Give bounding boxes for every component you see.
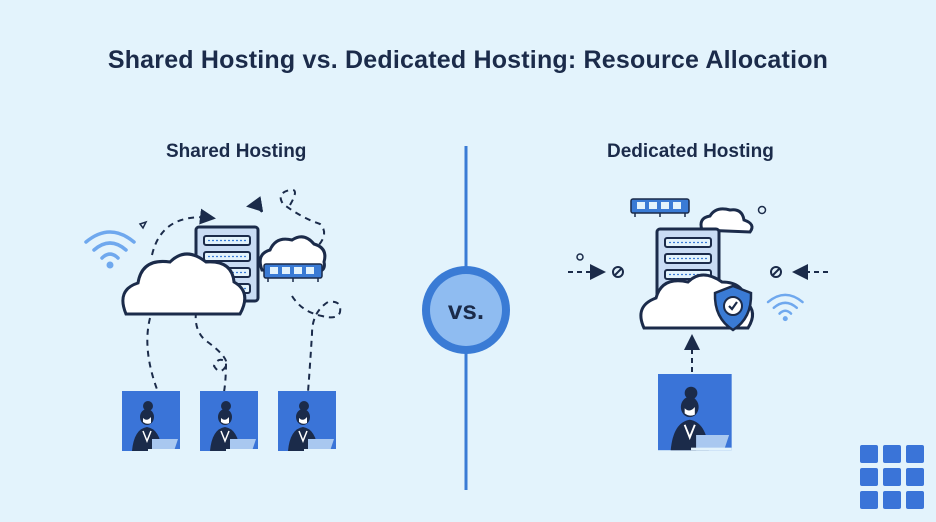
cloud-icon [121, 252, 247, 316]
vs-label: vs. [448, 295, 484, 325]
ram-module-icon [630, 198, 690, 218]
page-title: Shared Hosting vs. Dedicated Hosting: Re… [107, 46, 829, 74]
shield-check-icon [713, 284, 753, 332]
blocked-icon [612, 266, 624, 278]
user-icon [657, 373, 733, 452]
grid-logo-icon [860, 445, 924, 509]
shared-hosting-heading: Shared Hosting [166, 141, 307, 162]
decor-triangle-icon [138, 220, 148, 230]
wifi-icon [766, 293, 804, 323]
cloud-small-icon [258, 235, 327, 274]
dedicated-hosting-heading: Dedicated Hosting [607, 141, 774, 162]
blocked-icon [770, 266, 782, 278]
dedicated-hosting-illustration [568, 198, 828, 452]
user-icon-2 [199, 390, 259, 452]
user-icon-1 [121, 390, 181, 452]
cloud-small-icon [699, 207, 754, 234]
ram-module-icon [263, 263, 323, 283]
shared-hosting-illustration [84, 188, 342, 452]
user-icon-3 [277, 390, 337, 452]
wifi-icon [84, 230, 136, 271]
